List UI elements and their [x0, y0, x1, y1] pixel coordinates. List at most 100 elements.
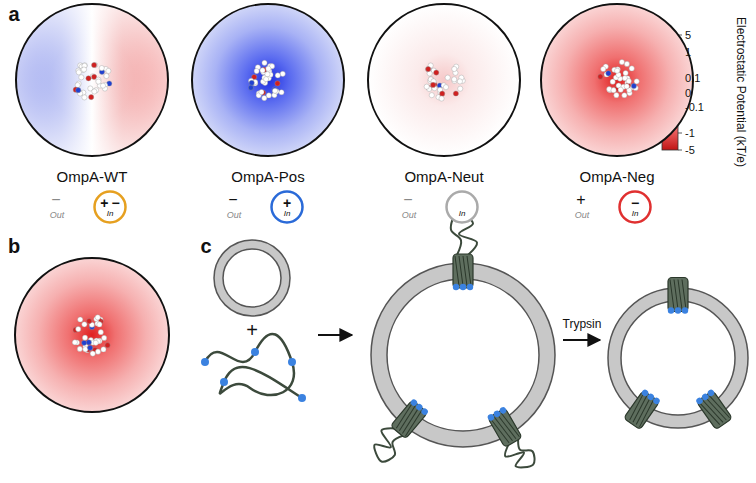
atom	[88, 345, 93, 350]
strand	[670, 280, 674, 310]
strand	[467, 256, 471, 286]
atom	[429, 93, 434, 98]
sign-row: +−	[100, 196, 119, 210]
node-outline	[445, 190, 479, 224]
atom	[260, 68, 265, 73]
atom	[265, 72, 270, 77]
atom	[458, 86, 463, 91]
atom	[76, 326, 81, 331]
tick-label: -1	[685, 128, 695, 139]
strand	[399, 408, 421, 434]
atom	[87, 319, 92, 324]
charged-residue	[682, 307, 688, 313]
strand	[498, 413, 516, 441]
node-outline	[15, 3, 169, 157]
atom	[82, 340, 87, 345]
potential-map: OmpA-WT	[15, 3, 169, 157]
atom	[619, 59, 624, 64]
charged-residue	[652, 396, 661, 405]
atom	[611, 88, 616, 93]
atom	[622, 93, 627, 98]
protein-atoms	[424, 63, 465, 101]
atom	[98, 330, 103, 335]
node-outline	[367, 3, 521, 157]
atom	[249, 80, 254, 85]
charge-sign: −	[403, 192, 412, 208]
charge-sign: +	[283, 196, 291, 210]
atom	[82, 335, 87, 340]
sign-row: −	[631, 196, 639, 210]
side-label: In	[107, 210, 114, 218]
atom	[614, 68, 619, 73]
potential-fill	[16, 4, 168, 156]
color-bar-title: Electrostatic Potential (kT/e)	[735, 17, 747, 167]
potential-fade	[16, 4, 168, 156]
potential-map	[15, 258, 169, 412]
atom	[72, 340, 77, 345]
charged-residue	[420, 407, 429, 416]
atom	[81, 67, 86, 72]
barrel-body	[488, 408, 522, 447]
beta-barrel	[695, 388, 732, 429]
atom	[102, 335, 107, 340]
charge-sign: +	[576, 192, 585, 208]
ring-outline	[447, 192, 478, 223]
strand	[459, 256, 463, 286]
membrane-side-icon: In	[445, 190, 479, 224]
charged-residue	[499, 406, 508, 415]
side-label: Out	[50, 211, 65, 220]
atom	[275, 73, 280, 78]
atom	[606, 71, 611, 76]
atom	[83, 347, 88, 352]
atom	[82, 95, 87, 100]
tick-label: 0.1	[685, 73, 700, 84]
membrane-side-icon: −In	[618, 190, 652, 224]
atom	[629, 66, 634, 71]
beta-barrel	[483, 405, 538, 475]
atom	[440, 91, 445, 96]
process-arrow	[563, 339, 600, 341]
atom	[610, 79, 615, 84]
atom	[275, 81, 280, 86]
unfolded-protein	[205, 334, 302, 398]
map-border	[16, 4, 168, 156]
atom	[95, 315, 100, 320]
side-label: In	[632, 210, 639, 218]
atom	[259, 89, 264, 94]
beta-barrel	[366, 396, 431, 466]
strand	[501, 411, 519, 439]
atom	[101, 347, 106, 352]
beta-barrel	[623, 388, 660, 429]
atom	[452, 66, 457, 71]
sign-row: +	[283, 196, 291, 210]
ring-outline	[620, 192, 651, 223]
strand	[396, 405, 418, 431]
atom	[272, 88, 277, 93]
atom	[263, 77, 268, 82]
atom	[254, 68, 259, 73]
potential-fill	[541, 4, 693, 156]
atom	[266, 93, 271, 98]
membrane-side-icon: +In	[270, 190, 304, 224]
side-label: Out	[402, 211, 417, 220]
charged-residue	[467, 284, 473, 290]
protein-atoms	[598, 59, 640, 97]
charge-sign: −	[228, 192, 237, 208]
atom	[89, 95, 94, 100]
atom	[77, 346, 82, 351]
potential-map: OmpA-Neg	[540, 3, 694, 157]
atom	[431, 82, 436, 87]
protein-atoms	[73, 62, 112, 100]
atom	[82, 322, 87, 327]
strand	[494, 415, 512, 443]
atom	[95, 349, 100, 354]
atom	[248, 85, 253, 90]
strand	[674, 280, 678, 310]
atom	[453, 91, 458, 96]
vesicle	[214, 240, 290, 316]
panel-letter: b	[8, 236, 20, 256]
atom	[424, 84, 429, 89]
tick-label: -0.1	[685, 102, 704, 113]
atom	[618, 87, 623, 92]
variant-name: OmpA-Neut	[347, 169, 541, 184]
